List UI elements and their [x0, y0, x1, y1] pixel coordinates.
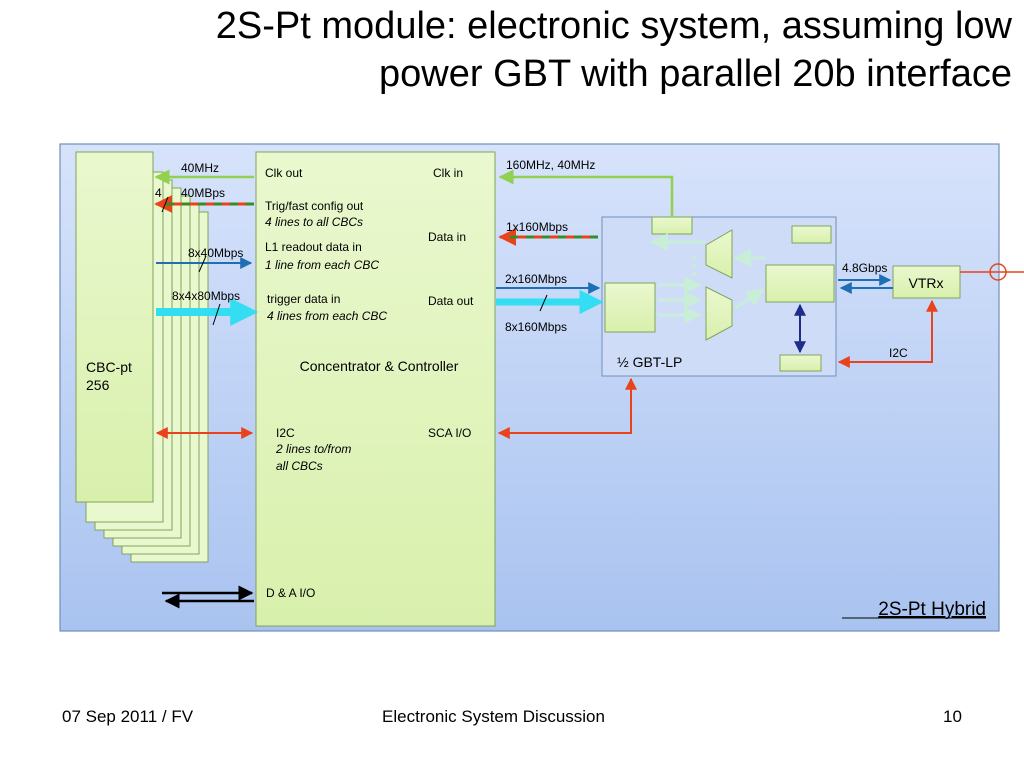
- label-i2c-vtrx: I2C: [889, 346, 908, 360]
- gbt-top-right-block: [791, 225, 832, 244]
- concentrator-l1-sub: 1 line from each CBC: [265, 258, 379, 272]
- label-optical: 4.8Gbps: [842, 261, 887, 275]
- label-fast-40mbps: 40MBps: [181, 186, 225, 200]
- cbc-label-2: 256: [86, 377, 110, 393]
- label-data-out-rate: 2x160Mbps: [505, 272, 567, 286]
- sca-io-link: [497, 377, 637, 439]
- concentrator-l1-title: L1 readout data in: [265, 240, 362, 254]
- gbt-mux-bottom: [705, 286, 733, 341]
- concentrator-i2c-sub1: 2 lines to/from: [275, 442, 351, 456]
- title-line-1: 2S-Pt module: electronic system, assumin…: [215, 5, 1012, 47]
- cbc-chip: [75, 151, 154, 503]
- i2c-vtrx-link: [837, 299, 938, 368]
- concentrator-trig-sub: 4 lines to all CBCs: [265, 215, 363, 229]
- vtrx-label: VTRx: [909, 275, 944, 291]
- gbt-clk-block: [651, 216, 693, 235]
- concentrator-box: [255, 151, 496, 627]
- l1-bus-slash: [198, 255, 207, 273]
- trigger-bus-slash: [212, 303, 221, 326]
- clk-gbt-link: [498, 169, 674, 217]
- concentrator-data-in: Data in: [428, 230, 466, 244]
- gbt-transceiver-block: [765, 264, 835, 303]
- fiber-connector-icon: [989, 263, 1007, 281]
- concentrator-data-out: Data out: [428, 294, 474, 308]
- gbt-sca-block: [779, 354, 822, 372]
- concentrator-trig-title: Trig/fast config out: [265, 199, 364, 213]
- label-trig-rate: 8x4x80Mbps: [172, 289, 240, 303]
- data-out-slash: [539, 294, 548, 312]
- gbt-dots: [692, 256, 696, 276]
- label-clk-gbt: 160MHz, 40MHz: [506, 158, 595, 172]
- concentrator-i2c-sub2: all CBCs: [276, 459, 323, 473]
- concentrator-i2c: I2C: [276, 426, 295, 440]
- gbt-mux-top: [705, 229, 733, 279]
- footer-page-number: 10: [943, 707, 962, 726]
- gbt-serdes-block: [604, 282, 656, 333]
- concentrator-trigger-sub: 4 lines from each CBC: [267, 309, 387, 323]
- concentrator-clk-out: Clk out: [265, 166, 303, 180]
- footer-date: 07 Sep 2011 / FV: [62, 707, 194, 726]
- concentrator-clk-in: Clk in: [433, 166, 463, 180]
- label-clk-40mhz: 40MHz: [181, 161, 219, 175]
- concentrator-trigger-title: trigger data in: [267, 292, 340, 306]
- hybrid-label: 2S-Pt Hybrid: [878, 599, 986, 620]
- title-line-2: power GBT with parallel 20b interface: [379, 53, 1012, 95]
- slide-title: 2S-Pt module: electronic system, assumin…: [12, 2, 1012, 98]
- concentrator-sca: SCA I/O: [428, 426, 471, 440]
- label-fast-4: 4: [155, 186, 162, 200]
- gbt-label: ½ GBT-LP: [617, 354, 682, 370]
- label-l1-rate: 8x40Mbps: [188, 246, 243, 260]
- gbt-internal-arrows: [650, 233, 765, 324]
- footer-title: Electronic System Discussion: [382, 707, 605, 726]
- vtrx-box: [892, 265, 961, 299]
- label-data-out-rate2: 8x160Mbps: [505, 320, 567, 334]
- fast-bus-slash: [161, 196, 169, 213]
- cbc-label-1: CBC-pt: [86, 359, 132, 375]
- label-data-in-rate: 1x160Mbps: [506, 220, 568, 234]
- concentrator-name: Concentrator & Controller: [300, 358, 459, 374]
- concentrator-dai: D & A I/O: [266, 586, 315, 600]
